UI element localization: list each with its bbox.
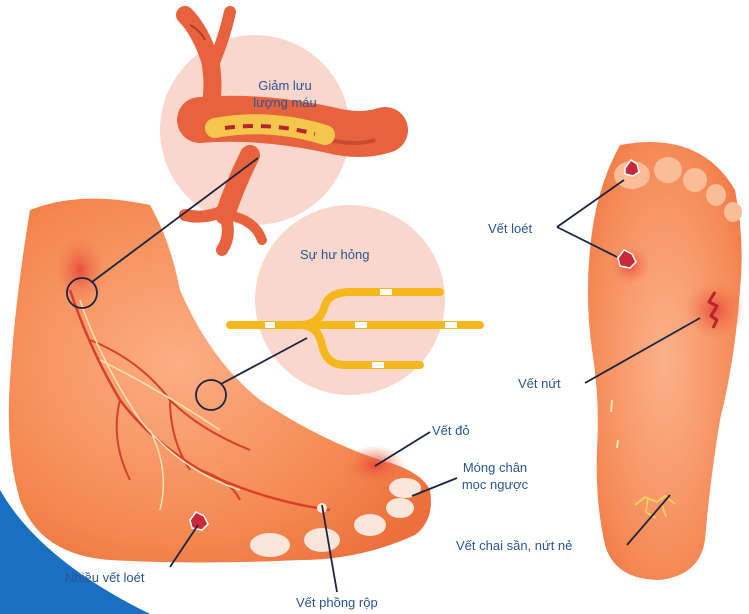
label-ingrown-nail-line1: Móng chân — [450, 459, 540, 476]
label-blisters: Vết phồng rộp — [296, 594, 378, 611]
label-ulcers: Vết loét — [488, 220, 532, 237]
label-redness: Vết đỏ — [432, 422, 470, 439]
label-ingrown-nail-line2: mọc ngược — [450, 476, 540, 493]
foot-sole-illustration — [588, 142, 745, 580]
label-reduced-blood-flow-line1: Giảm lưu — [245, 77, 325, 94]
label-reduced-blood-flow-line2: lượng máu — [245, 94, 325, 111]
label-nerve-damage: Sự hư hỏng — [300, 246, 369, 263]
label-cracks: Vết nứt — [518, 375, 561, 392]
label-calluses: Vết chai sần, nứt nẻ — [456, 537, 572, 554]
label-many-ulcers: Nhiều vết loét — [65, 569, 145, 586]
